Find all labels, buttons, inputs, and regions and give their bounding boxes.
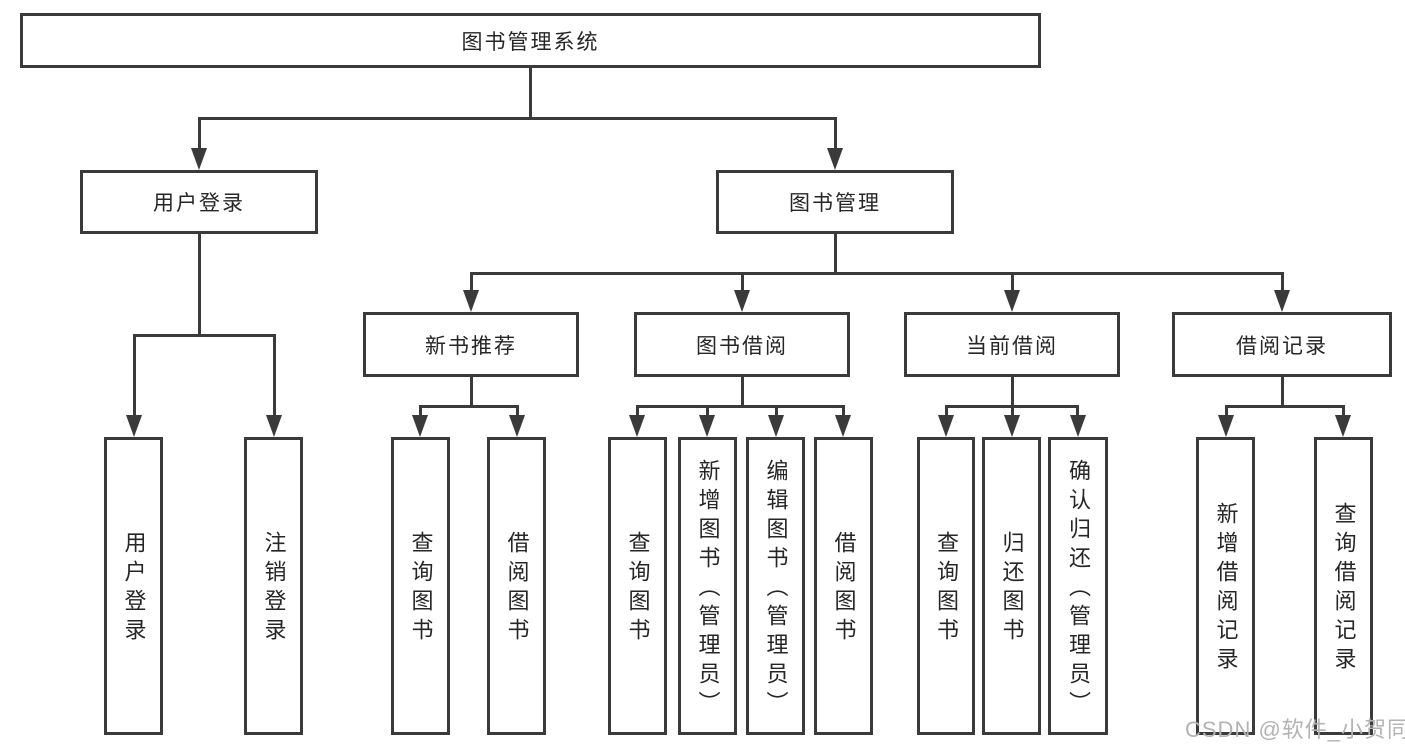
csdn-watermark: CSDN @软件_小贺同学 — [1185, 717, 1405, 742]
connector-line — [740, 272, 744, 292]
leaf-records-add-record-label: 新增借阅记录 — [1213, 502, 1239, 676]
connector-line — [833, 117, 837, 150]
node-user-login-label: 用户登录 — [153, 192, 245, 215]
node-borrowing-records: 借阅记录 — [1172, 312, 1392, 377]
connector-line — [469, 272, 1283, 275]
leaf-borrow-query-books: 查询图书 — [608, 437, 667, 735]
arrowhead-icon — [509, 415, 525, 437]
node-library-system-label: 图书管理系统 — [461, 30, 600, 54]
leaf-current-return-books-label: 归还图书 — [999, 531, 1025, 647]
arrowhead-icon — [699, 415, 715, 437]
connector-line — [833, 234, 837, 274]
arrowhead-icon — [1070, 415, 1086, 437]
leaf-current-return-books: 归还图书 — [982, 437, 1041, 735]
connector-line — [1010, 272, 1014, 292]
arrowhead-icon — [463, 290, 479, 312]
arrowhead-icon — [126, 415, 142, 437]
connector-line — [197, 234, 201, 337]
arrowhead-icon — [1004, 415, 1020, 437]
arrowhead-icon — [938, 415, 954, 437]
connector-line — [198, 117, 837, 120]
leaf-current-query-books-label: 查询图书 — [934, 531, 959, 647]
node-user-login: 用户登录 — [80, 170, 318, 234]
connector-line — [945, 405, 948, 417]
leaf-user-login: 用户登录 — [104, 437, 163, 735]
connector-line — [1280, 377, 1284, 408]
leaf-newbook-query-books-label: 查询图书 — [408, 531, 434, 647]
connector-line — [635, 405, 639, 417]
node-book-borrowing-label: 图书借阅 — [696, 334, 788, 358]
connector-line — [515, 405, 519, 417]
connector-line — [774, 405, 778, 417]
leaf-borrow-borrow-books-label: 借阅图书 — [831, 531, 857, 647]
connector-line — [635, 405, 845, 408]
leaf-borrow-query-books-label: 查询图书 — [625, 531, 651, 647]
node-current-borrowing-label: 当前借阅 — [966, 334, 1058, 358]
connector-line — [841, 405, 845, 417]
arrowhead-icon — [1274, 290, 1290, 312]
connector-line — [197, 117, 201, 150]
leaf-borrow-borrow-books: 借阅图书 — [814, 437, 873, 735]
node-book-management-label: 图书管理 — [789, 192, 881, 215]
connector-line — [469, 272, 473, 292]
arrowhead-icon — [266, 415, 282, 437]
node-new-book-recommend: 新书推荐 — [363, 312, 579, 377]
arrowhead-icon — [734, 290, 750, 312]
leaf-borrow-edit-books-admin-label: 编辑图书（管理员） — [763, 458, 789, 720]
leaf-newbook-borrow-books: 借阅图书 — [487, 437, 546, 735]
arrowhead-icon — [191, 148, 207, 170]
leaf-logout: 注销登录 — [244, 437, 303, 735]
arrowhead-icon — [835, 415, 851, 437]
leaf-newbook-borrow-books-label: 借阅图书 — [504, 531, 530, 647]
node-current-borrowing: 当前借阅 — [904, 312, 1120, 377]
leaf-records-query-record: 查询借阅记录 — [1314, 437, 1373, 735]
arrowhead-icon — [629, 415, 645, 437]
leaf-current-query-books: 查询图书 — [917, 437, 975, 735]
connector-line — [1010, 377, 1014, 408]
node-book-borrowing: 图书借阅 — [634, 312, 850, 377]
leaf-borrow-add-books-admin-label: 新增图书（管理员） — [695, 458, 721, 720]
leaf-borrow-add-books-admin: 新增图书（管理员） — [678, 437, 737, 735]
leaf-logout-label: 注销登录 — [261, 531, 287, 647]
leaf-records-add-record: 新增借阅记录 — [1196, 437, 1255, 735]
connector-line — [740, 377, 744, 408]
connector-line — [272, 334, 276, 417]
connector-line — [1280, 272, 1284, 292]
arrowhead-icon — [768, 415, 784, 437]
connector-line — [419, 405, 519, 408]
leaf-records-query-record-label: 查询借阅记录 — [1331, 502, 1357, 676]
arrowhead-icon — [827, 148, 843, 170]
arrowhead-icon — [1335, 415, 1351, 437]
connector-line — [132, 334, 136, 417]
connector-line — [1076, 405, 1079, 417]
arrowhead-icon — [1004, 290, 1020, 312]
connector-line — [1224, 405, 1228, 417]
connector-line — [1341, 405, 1345, 417]
leaf-borrow-edit-books-admin: 编辑图书（管理员） — [746, 437, 805, 735]
connector-line — [529, 68, 532, 118]
node-borrowing-records-label: 借阅记录 — [1236, 334, 1328, 358]
connector-line — [1010, 405, 1014, 417]
connector-line — [419, 405, 422, 417]
leaf-user-login-label: 用户登录 — [121, 531, 147, 647]
node-library-system: 图书管理系统 — [20, 13, 1041, 68]
leaf-current-confirm-return-admin-label: 确认归还（管理员） — [1066, 458, 1091, 720]
leaf-current-confirm-return-admin: 确认归还（管理员） — [1048, 437, 1108, 735]
connector-line — [1224, 405, 1345, 408]
node-new-book-recommend-label: 新书推荐 — [425, 334, 517, 358]
connector-line — [132, 334, 276, 337]
connector-line — [705, 405, 709, 417]
arrowhead-icon — [412, 415, 428, 437]
leaf-newbook-query-books: 查询图书 — [391, 437, 450, 735]
node-book-management: 图书管理 — [716, 170, 954, 234]
connector-line — [469, 377, 473, 408]
arrowhead-icon — [1218, 415, 1234, 437]
